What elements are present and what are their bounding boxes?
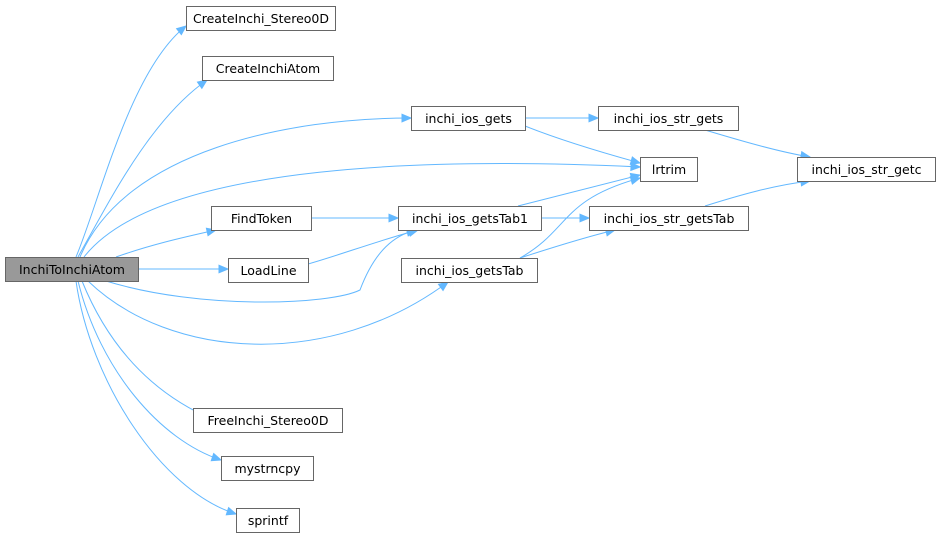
node-sprintf[interactable]: sprintf: [236, 508, 300, 533]
node-box: [202, 56, 334, 81]
edge-iigt-to-lrt: [519, 176, 642, 259]
node-box: [411, 106, 526, 131]
node-createinchiatom[interactable]: CreateInchiAtom: [202, 56, 334, 81]
arrowhead-icon: [225, 506, 238, 516]
node-label: lrtrim: [652, 162, 686, 177]
node-box: [401, 258, 538, 283]
node-box: [640, 157, 698, 182]
node-label: inchi_ios_str_getc: [812, 162, 922, 177]
arrowhead-icon: [579, 213, 591, 223]
edge-root-to-spf: [75, 280, 238, 516]
node-findtoken[interactable]: FindToken: [211, 206, 312, 231]
edge-root-to-iigt: [87, 280, 450, 345]
node-freeinchi-stereo0d[interactable]: FreeInchi_Stereo0D: [193, 408, 343, 433]
node-label: inchi_ios_str_gets: [614, 111, 724, 126]
node-label: CreateInchi_Stereo0D: [193, 11, 329, 26]
edge-root-to-cia: [77, 79, 209, 258]
arrowhead-icon: [210, 452, 223, 462]
edge-line: [517, 174, 641, 207]
node-inchi-ios-gets[interactable]: inchi_ios_gets: [411, 106, 526, 131]
edge-line: [105, 229, 417, 303]
edge-line: [704, 180, 811, 207]
node-label: inchi_ios_getsTab1: [412, 211, 528, 226]
edge-root-to-ll: [138, 264, 230, 274]
node-box: [193, 408, 343, 433]
edge-root-to-iig: [79, 113, 413, 258]
node-label: inchi_ios_str_getsTab: [604, 211, 735, 226]
edge-line: [519, 229, 616, 259]
edge-line: [77, 79, 208, 258]
node-inchi-ios-getstab1[interactable]: inchi_ios_getsTab1: [398, 206, 542, 231]
edge-line: [524, 125, 641, 164]
node-box: [236, 508, 300, 533]
edge-line: [81, 280, 215, 421]
arrowhead-icon: [630, 162, 642, 172]
edge-line: [75, 280, 237, 515]
edge-layer: [75, 25, 812, 516]
edge-iigt1-to-lrt: [517, 172, 642, 207]
node-box: [228, 258, 309, 283]
node-inchitoinchiatom[interactable]: InchiToInchiAtom: [5, 257, 139, 282]
edge-root-to-msc: [77, 280, 223, 462]
edge-root-to-lrt: [83, 162, 642, 258]
node-box: [589, 206, 749, 231]
edge-iigt-to-iisgt: [519, 227, 617, 259]
node-box: [211, 206, 312, 231]
edge-line: [87, 280, 449, 345]
arrowhead-icon: [588, 113, 600, 123]
arrowhead-icon: [437, 281, 450, 292]
arrowhead-icon: [629, 176, 642, 185]
node-box: [5, 257, 139, 282]
arrowhead-icon: [401, 113, 413, 123]
node-label: FreeInchi_Stereo0D: [208, 413, 329, 428]
edge-line: [115, 229, 217, 258]
node-inchi-ios-str-gets[interactable]: inchi_ios_str_gets: [598, 106, 739, 131]
edge-root-to-fis0d: [81, 280, 216, 421]
node-box: [221, 456, 314, 481]
edge-iig-to-iisg: [525, 113, 600, 123]
node-label: mystrncpy: [234, 461, 301, 476]
node-label: CreateInchiAtom: [216, 61, 320, 76]
node-inchi-ios-str-getstab[interactable]: inchi_ios_str_getsTab: [589, 206, 749, 231]
node-inchi-ios-str-getc[interactable]: inchi_ios_str_getc: [797, 157, 936, 182]
node-label: LoadLine: [240, 263, 296, 278]
edge-line: [75, 25, 187, 258]
node-label: inchi_ios_getsTab: [416, 263, 524, 278]
arrowhead-icon: [218, 264, 230, 274]
node-label: InchiToInchiAtom: [19, 262, 125, 277]
edge-line: [77, 280, 222, 461]
node-box: [398, 206, 542, 231]
edge-root-to-cis0d: [75, 25, 188, 258]
edge-line: [519, 177, 641, 259]
node-label: FindToken: [231, 211, 292, 226]
node-box: [598, 106, 739, 131]
node-box: [186, 6, 336, 31]
node-label: inchi_ios_gets: [425, 111, 512, 126]
arrowhead-icon: [175, 25, 188, 36]
edge-iig-to-lrt: [524, 125, 642, 165]
node-lrtrim[interactable]: lrtrim: [640, 157, 698, 182]
edge-iigt1-to-iisgt: [541, 213, 591, 223]
arrowhead-icon: [388, 213, 400, 223]
arrowhead-icon: [629, 156, 642, 165]
node-loadline[interactable]: LoadLine: [228, 258, 309, 283]
edge-iisgt-to-iisgc: [704, 177, 812, 207]
edge-root-to-ft: [115, 227, 218, 258]
edge-ft-to-iigt1: [311, 213, 400, 223]
node-box: [797, 157, 936, 182]
edge-line: [704, 129, 811, 158]
node-createinchi-stereo0d[interactable]: CreateInchi_Stereo0D: [186, 6, 336, 31]
edge-line: [79, 117, 412, 258]
edge-line: [83, 163, 641, 258]
node-inchi-ios-getstab[interactable]: inchi_ios_getsTab: [401, 258, 538, 283]
arrowhead-icon: [196, 79, 209, 90]
edge-line: [307, 229, 419, 265]
node-label: sprintf: [248, 513, 289, 528]
node-layer: InchiToInchiAtom CreateInchi_Stereo0D Crea…: [5, 6, 936, 533]
node-mystrncpy[interactable]: mystrncpy: [221, 456, 314, 481]
edge-iisg-to-iisgc: [704, 129, 812, 160]
